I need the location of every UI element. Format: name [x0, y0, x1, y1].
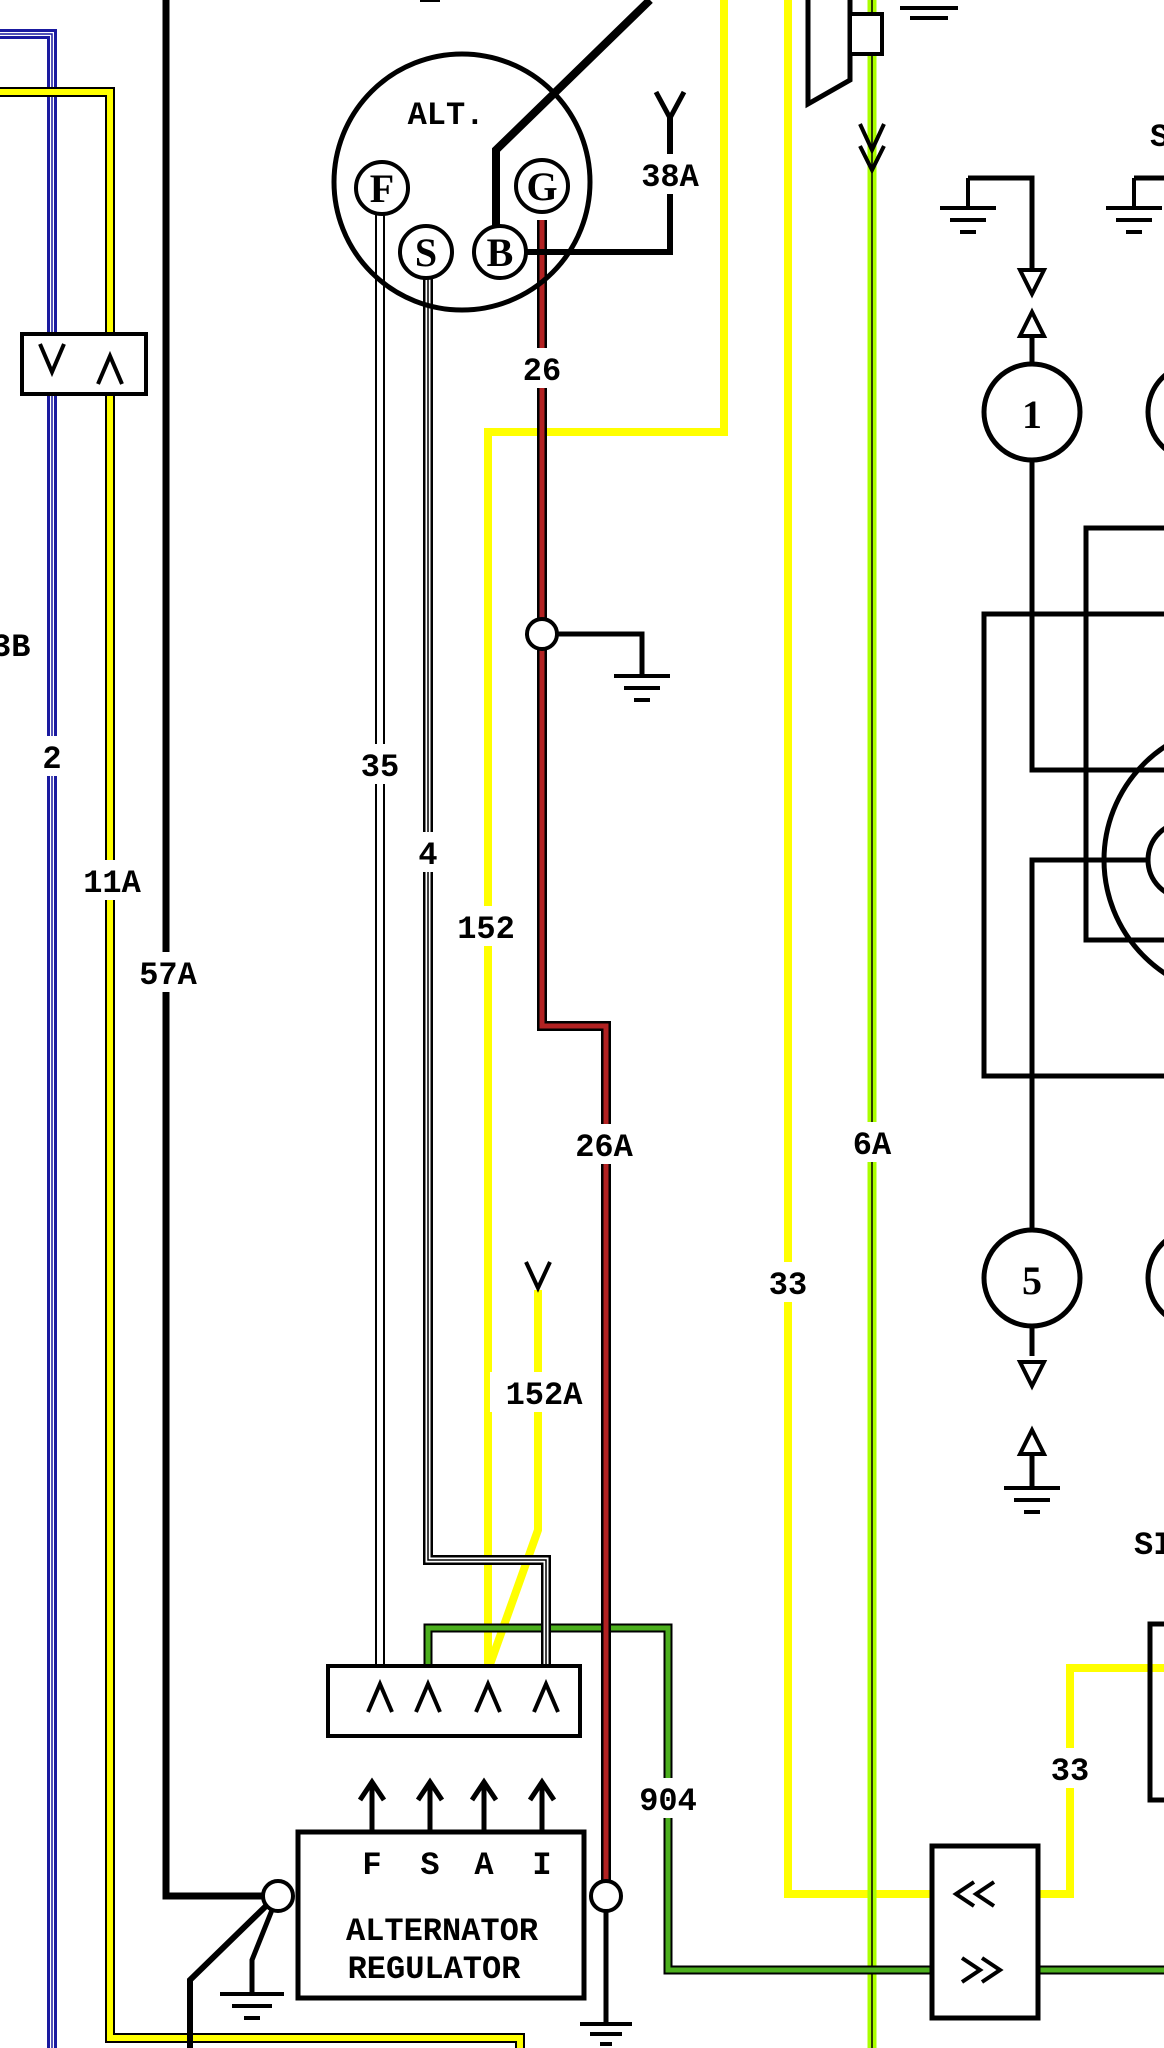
svg-text:G: G: [526, 164, 557, 209]
wire-152a-yellow: [484, 1290, 542, 1672]
label-33: 33: [769, 1267, 807, 1304]
connector-38a-tip: [653, 90, 687, 124]
wire-26-red: [537, 220, 611, 1896]
wire-4: [423, 276, 551, 1668]
alternator-regulator: F S A I ALTERNATOR REGULATOR: [295, 1829, 587, 2001]
label-35: 35: [361, 749, 399, 786]
label-33-right: 33: [1051, 1753, 1089, 1790]
label-2: 2: [42, 741, 61, 778]
terminal-g: G: [514, 158, 570, 214]
wire-152-yellow: [484, 0, 728, 1670]
svg-text:S: S: [415, 230, 437, 275]
connector-right-partial-1: [1145, 372, 1164, 452]
ground-junction: [525, 617, 670, 702]
wire-33-yellow: [784, 0, 976, 1898]
label-152: 152: [457, 911, 515, 948]
connector-6a-arrows: [858, 123, 886, 175]
label-152a: 152A: [506, 1377, 584, 1414]
label-57a: 57A: [139, 957, 197, 994]
regulator-ground-left: [187, 1879, 295, 2048]
regulator-label-line1: ALTERNATOR: [346, 1913, 539, 1950]
svg-text:1: 1: [1022, 392, 1042, 437]
label-right-mid-partial: SI: [1134, 1527, 1164, 1564]
label-26a: 26A: [575, 1129, 633, 1166]
terminal-b: B: [472, 224, 528, 280]
svg-text:F: F: [370, 166, 394, 211]
left-connector-block: [20, 332, 148, 396]
wire-11a-yellow: [0, 87, 525, 2048]
label-904: 904: [639, 1783, 697, 1820]
regulator-ground-right: [580, 1879, 632, 2046]
label-top-right-partial: S: [1150, 119, 1164, 156]
regulator-plug: [326, 1664, 582, 1738]
alternator-label: ALT.: [408, 97, 485, 134]
ground-right-top: [1106, 175, 1164, 234]
wire-57a-black: [162, 0, 272, 1900]
label-4: 4: [418, 837, 437, 874]
label-26: 26: [523, 353, 561, 390]
svg-text:B: B: [487, 230, 514, 275]
label-38a: 38A: [641, 159, 699, 196]
label-11a: 11A: [83, 865, 141, 902]
label-3b-partial: 3B: [0, 629, 30, 666]
terminal-s: S: [398, 224, 454, 280]
label-6a: 6A: [853, 1127, 892, 1164]
regulator-label-line2: REGULATOR: [348, 1951, 522, 1988]
regulator-pin-s: S: [420, 1847, 439, 1884]
wire-labels: 38A 26 3B 2 35 4 11A 152 57A 26A 6A 33 1…: [0, 119, 1164, 1820]
right-box-partial: [1147, 1621, 1164, 1803]
connector-5: 5: [981, 1227, 1083, 1329]
switch-assembly: 5: [981, 460, 1164, 1230]
terminal-f: F: [354, 160, 410, 216]
svg-text:5: 5: [1022, 1258, 1042, 1303]
regulator-pin-i: I: [532, 1847, 551, 1884]
regulator-pin-a: A: [474, 1847, 494, 1884]
connector-5-ground: [1004, 1326, 1060, 1514]
top-component-fragment: [805, 0, 958, 109]
wire-black-to-b: [492, 0, 653, 252]
regulator-input-arrows: [357, 1777, 557, 1830]
alternator: ALT. F S B G: [331, 51, 593, 313]
ground-to-connector-1: [940, 175, 1048, 364]
bottom-connector-block: [929, 1843, 1041, 2021]
connector-152a-tip: [524, 1261, 552, 1293]
connector-1: 1: [981, 361, 1083, 463]
connector-right-partial-5: [1145, 1238, 1164, 1318]
wire-2-blue: [0, 29, 57, 2048]
regulator-pin-f: F: [362, 1847, 381, 1884]
